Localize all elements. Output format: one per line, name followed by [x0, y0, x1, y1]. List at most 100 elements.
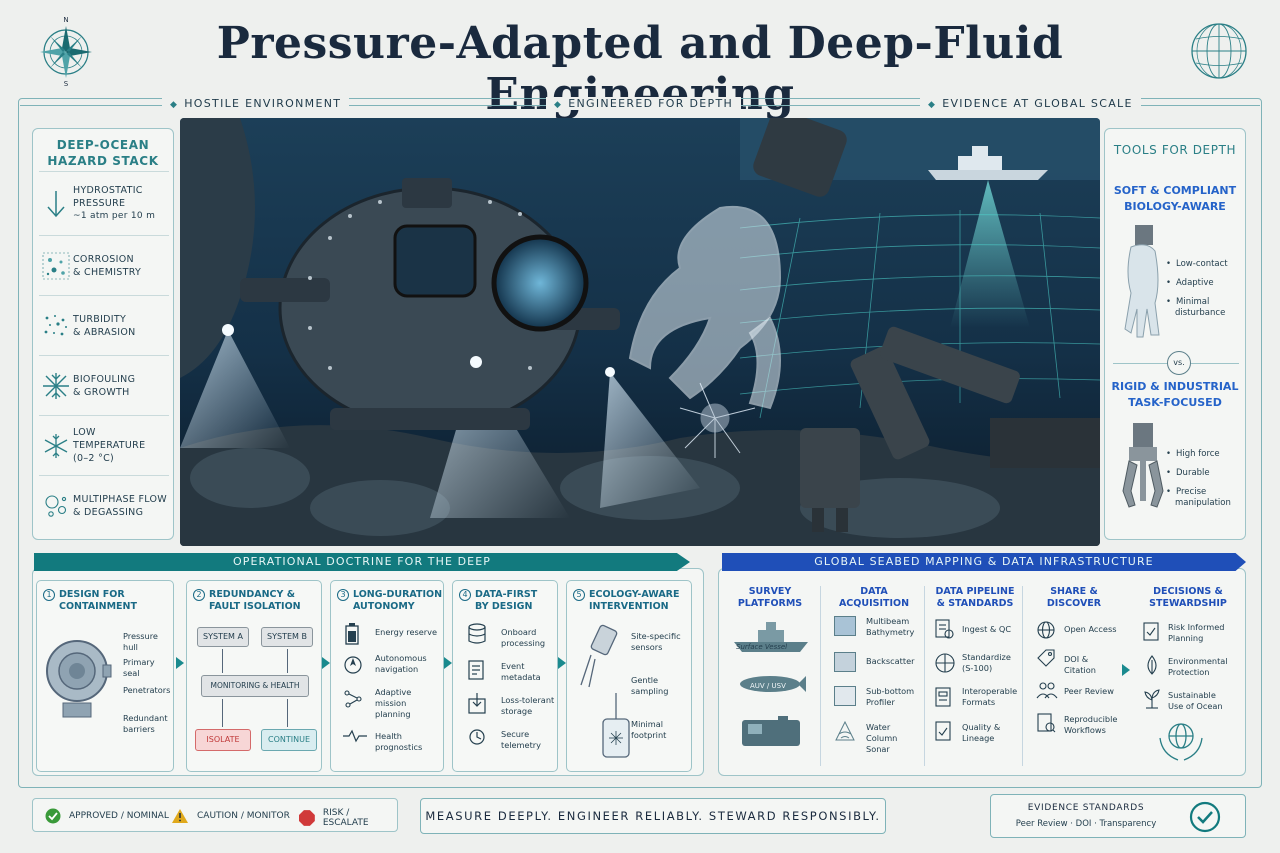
backscatter-icon	[834, 652, 856, 672]
database-icon	[468, 623, 486, 644]
banner-evidence-global: ◆EVIDENCE AT GLOBAL SCALE	[920, 97, 1141, 110]
heartbeat-icon	[343, 729, 367, 743]
data-pipeline-heading: DATA PIPELINE& STANDARDS	[935, 586, 1015, 609]
label-penetrators: Penetrators	[123, 685, 171, 695]
operational-doctrine-banner: OPERATIONAL DOCTRINE FOR THE DEEP	[34, 553, 690, 571]
submersible-light	[222, 324, 234, 336]
hazard-biofouling: BIOFOULING& GROWTH	[39, 355, 169, 415]
submersible-light	[605, 367, 615, 377]
system-a-box: SYSTEM A	[197, 627, 249, 647]
check-badge-icon	[1189, 801, 1221, 833]
light-beam-right	[600, 372, 700, 508]
data-acquisition-heading: DATA ACQUISITION	[838, 586, 910, 609]
submersible-light	[470, 356, 482, 368]
hazard-multiphase-flow: MULTIPHASE FLOW& DEGASSING	[39, 475, 169, 535]
autonomy-item: Energy reserve	[375, 627, 438, 637]
pressure-hull-icon	[46, 640, 112, 718]
rock-cliff	[180, 118, 255, 378]
check-circle-icon	[45, 808, 61, 824]
leaf-icon	[1147, 655, 1157, 675]
quality-lineage-icon	[935, 721, 951, 741]
submersible-viewport	[491, 234, 589, 332]
pipeline-item: Standardize(S-100)	[962, 652, 1011, 673]
mission-planning-icon	[344, 690, 362, 708]
hazard-corrosion: CORROSION& CHEMISTRY	[39, 235, 169, 295]
legend-caution: CAUTION / MONITOR	[171, 808, 290, 824]
soft-gripper-features: Low-contact Adaptive Minimal disturbance	[1175, 255, 1228, 323]
standardize-icon	[935, 653, 955, 673]
jellyfish-specimen	[679, 382, 756, 458]
motto-banner: MEASURE DEEPLY. ENGINEER RELIABLY. STEWA…	[420, 798, 886, 834]
tools-title: TOOLS FOR DEPTH	[1113, 143, 1237, 157]
risk-planning-icon	[1143, 622, 1159, 641]
flow-arrow	[1122, 664, 1130, 676]
flow-arrow	[558, 657, 566, 669]
secure-telemetry-icon	[469, 729, 485, 745]
top-banner-row: ◆HOSTILE ENVIRONMENT ◆ENGINEERED FOR DEP…	[20, 97, 1260, 113]
formats-icon	[935, 687, 951, 707]
surface-vessel-label: Surface Vessel	[736, 643, 788, 651]
monitoring-health-box: MONITORING & HEALTH	[201, 675, 309, 697]
global-seabed-banner: GLOBAL SEABED MAPPING & DATA INFRASTRUCT…	[722, 553, 1246, 571]
banner-engineered-for-depth: ◆ENGINEERED FOR DEPTH	[546, 97, 742, 110]
legend-risk: RISK / ESCALATE	[299, 808, 397, 828]
sonar-beam	[950, 180, 1030, 328]
rov-icon	[742, 716, 800, 746]
warning-triangle-icon	[172, 809, 188, 823]
hazard-low-temperature: LOW TEMPERATURE(0–2 °C)	[39, 415, 169, 475]
hands-globe-icon	[1159, 723, 1203, 761]
corrosion-pattern-icon	[39, 249, 73, 283]
pipeline-item: Quality &Lineage	[962, 722, 1001, 743]
multibeam-icon	[834, 616, 856, 636]
light-beam-left	[180, 330, 290, 448]
continue-box: CONTINUE	[261, 729, 317, 751]
share-discover-heading: SHARE &DISCOVER	[1046, 586, 1102, 609]
acquisition-item: Backscatter	[866, 656, 915, 666]
auv-icon	[740, 676, 806, 692]
evidence-standards-title: EVIDENCE STANDARDS	[1027, 803, 1145, 813]
flow-arrow	[176, 657, 184, 669]
globe-icon	[1191, 23, 1247, 79]
soft-gripper-icon	[1124, 225, 1160, 338]
data-pipeline-column: DATA PIPELINE& STANDARDS Ingest & QC Sta…	[928, 580, 1022, 772]
open-access-globe-icon	[1037, 621, 1055, 639]
flow-arrow	[322, 657, 330, 669]
submersible-vehicle	[222, 178, 620, 430]
page-title: Pressure-Adapted and Deep-Fluid Engineer…	[216, 18, 1064, 120]
rigid-gripper-features: High force Durable Precise manipulation	[1175, 445, 1231, 513]
banner-hostile-environment: ◆HOSTILE ENVIRONMENT	[162, 97, 350, 110]
submersible-window	[393, 224, 477, 298]
survey-ship-icon	[928, 146, 1048, 180]
hazard-stack-title: DEEP-OCEAN HAZARD STACK	[47, 138, 159, 168]
share-discover-column: SHARE &DISCOVER Open Access DOI & Citati…	[1026, 580, 1122, 772]
decisions-stewardship-heading: DECISIONS &STEWARDSHIP	[1149, 586, 1227, 609]
doi-tag-icon	[1037, 649, 1055, 667]
column-divider	[924, 586, 925, 766]
system-b-box: SYSTEM B	[261, 627, 313, 647]
water-column-sonar-icon	[835, 720, 855, 741]
compass-north-label: N	[63, 16, 68, 24]
reproducible-workflow-icon	[1037, 713, 1056, 733]
pipeline-item: Ingest & QC	[962, 624, 1012, 634]
stop-octagon-icon	[299, 810, 315, 826]
